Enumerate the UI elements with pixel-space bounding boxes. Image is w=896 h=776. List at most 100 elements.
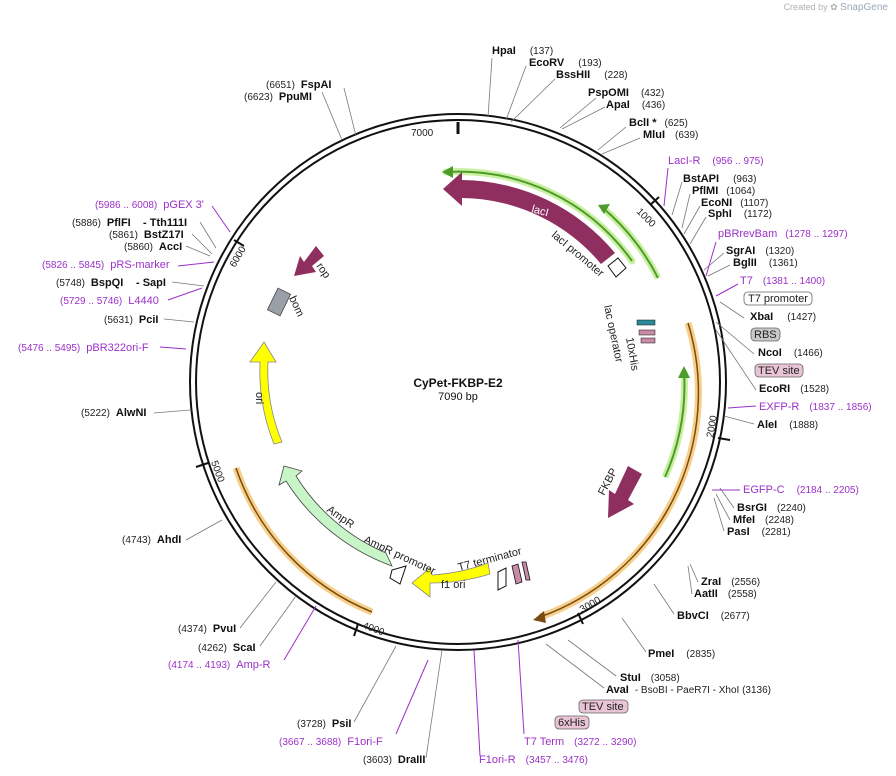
primer-egfp-c-pos: (2184 .. 2205) — [797, 485, 859, 496]
f1-ori-label: f1 ori — [441, 579, 465, 591]
enzyme-pmei-name: PmeI — [648, 648, 674, 660]
enzyme-bstapi-pos: (963) — [733, 174, 756, 185]
plasmid-size: 7090 bp — [438, 391, 478, 403]
enzyme-alei-pos: (1888) — [789, 420, 818, 431]
tick-label-2000: 2000 — [705, 414, 720, 438]
orange-arc-left-line — [235, 467, 373, 613]
enzyme-bglii-pos: (1361) — [769, 258, 798, 269]
enzyme-zrai-name: ZraI — [701, 576, 721, 588]
enzyme-stui-pos: (3058) — [651, 673, 680, 684]
bom-box — [266, 287, 292, 317]
enzyme-pflfi-pos-num: (5886) — [72, 218, 101, 229]
label-tev-site-right: TEV site — [754, 363, 804, 378]
enzyme-bcli: BclI *(625) — [629, 117, 688, 129]
enzyme-bstapi: BstAPI(963) — [683, 173, 756, 185]
enzyme-acci: (5860)AccI — [124, 241, 182, 253]
primer-t7-pos: (1381 .. 1400) — [763, 276, 825, 287]
enzyme-stui-name: StuI — [620, 672, 641, 684]
primer-pgex3-pos: (5986 .. 6008) — [95, 200, 157, 211]
enzyme-bspqi-name: BspQI — [91, 277, 123, 289]
fkbp-feature-arrow — [608, 466, 642, 518]
enzyme-scai: (4262)ScaI — [198, 642, 256, 654]
primer-prs-marker-pos: (5826 .. 5845) — [42, 260, 104, 271]
enzyme-mlui: MluI(639) — [643, 129, 698, 141]
orange-arc-right — [538, 321, 702, 621]
enzyme-draiii-name: DraIII — [398, 754, 426, 766]
laci-feature-arrow — [462, 180, 615, 264]
enzyme-bglii: BglII (1361) — [733, 257, 798, 269]
primer-prs-marker: (5826 .. 5845)pRS-marker — [42, 259, 170, 271]
primer-t7-term-pos: (3272 .. 3290) — [574, 737, 636, 748]
enzyme-pspomi: PspOMI(432) — [588, 87, 664, 99]
enzyme-hpai-pos: (137) — [530, 46, 553, 57]
lac-operator-box — [636, 319, 656, 326]
enzyme-bglii-name: BglII — [733, 257, 757, 269]
enzyme-ecorv-pos: (193) — [578, 58, 601, 69]
enzyme-draiii: (3603) DraIII — [363, 754, 425, 766]
enzyme-ncoi: NcoI (1466) — [758, 347, 823, 359]
label-tev-site-right-text: TEV site — [758, 365, 800, 377]
label-6xhis-text: 6xHis — [558, 717, 586, 729]
enzyme-ecorv: EcoRV (193) — [529, 57, 602, 69]
enzyme-ncoi-name: NcoI — [758, 347, 782, 359]
enzyme-ncoi-pos: (1466) — [794, 348, 823, 359]
primer-amp-r: (4174 .. 4193)Amp-R — [168, 659, 271, 671]
enzyme-pflfi: (5886) PflFI — [72, 217, 131, 229]
enzyme-pflmi: PflMI(1064) — [692, 185, 755, 197]
enzyme-bspqi-pos-num: (5748) — [56, 278, 85, 289]
rop-feature-arrow — [294, 246, 324, 276]
enzyme-ppumi: (6623)PpuMI — [244, 91, 312, 103]
enzyme-pmei-pos: (2835) — [686, 649, 715, 660]
enzyme-bstz17i-pos: (5861) — [109, 230, 138, 241]
lac-operator-label: lac operator — [601, 304, 625, 364]
enzyme-bbvci-name: BbvCI — [677, 610, 709, 622]
enzyme-pmei: PmeI (2835) — [648, 648, 715, 660]
backbone-outer-ring — [189, 113, 727, 651]
primer-f1ori-r-pos: (3457 .. 3476) — [526, 755, 588, 766]
ampr-feature-arrow — [278, 465, 393, 567]
enzyme-mfei-name: MfeI — [733, 514, 755, 526]
primer-egfp-c-name: EGFP-C — [743, 484, 785, 496]
snapgene-logo-icon: ✿ — [830, 2, 838, 12]
ori-feature-arrow — [249, 341, 283, 445]
enzyme-pspomi-name: PspOMI — [588, 87, 629, 99]
rop-label: rop — [314, 261, 333, 281]
plasmid-name: CyPet-FKBP-E2 — [413, 376, 503, 390]
label-rbs-text: RBS — [754, 329, 777, 341]
primer-l4440-pos: (5729 .. 5746) — [60, 296, 122, 307]
label-6xhis: 6xHis — [554, 715, 590, 730]
laci-feature-arrowhead — [443, 172, 462, 206]
primer-t7-name: T7 — [740, 275, 753, 287]
enzyme-draiii-pos: (3603) — [363, 755, 392, 766]
ampr-promoter-arrow — [389, 565, 407, 585]
orange-arc-right-arrowhead — [533, 611, 546, 623]
tick-label-6000: 6000 — [228, 244, 249, 269]
enzyme-fspai: (6651)FspAI — [266, 79, 331, 91]
label-tev-site-bottom-text: TEV site — [582, 701, 624, 713]
enzyme-xbai-pos: (1427) — [787, 312, 816, 323]
enzyme-bsshii-name: BssHII — [556, 69, 590, 81]
snapgene-watermark: Created by ✿ SnapGene — [784, 2, 888, 13]
primer-laci-r-pos: (956 .. 975) — [712, 156, 763, 167]
enzyme-bsrgi: BsrGI(2240) — [737, 502, 806, 514]
enzyme-psii: (3728)PsiI — [297, 718, 351, 730]
enzyme-ecorv-name: EcoRV — [529, 57, 565, 69]
enzyme-aatii-name: AatII — [694, 588, 718, 600]
enzyme-pflfi-name: PflFI — [107, 217, 131, 229]
enzyme-bsshii-pos: (228) — [604, 70, 627, 81]
enzyme-alei-name: AleI — [757, 419, 777, 431]
enzyme-sgrai-pos: (1320) — [765, 246, 794, 257]
enzyme-pflmi-pos: (1064) — [726, 186, 755, 197]
primer-pbrrevbam: pBRrevBam(1278 .. 1297) — [718, 228, 848, 240]
primer-exfp-r-pos: (1837 .. 1856) — [809, 402, 871, 413]
enzyme-ppumi-name: PpuMI — [279, 91, 312, 103]
primer-laci-r-name: LacI-R — [668, 155, 700, 167]
tick-label-1000: 1000 — [634, 206, 658, 230]
enzyme-bspqi-alias: - SapI — [136, 277, 166, 289]
enzyme-aatii-pos: (2558) — [728, 589, 757, 600]
primer-f1ori-r: F1ori-R(3457 .. 3476) — [479, 754, 588, 766]
enzyme-bcli-name: BclI * — [629, 117, 657, 129]
primer-amp-r-pos: (4174 .. 4193) — [168, 660, 230, 671]
enzyme-bbvci-pos: (2677) — [721, 611, 750, 622]
